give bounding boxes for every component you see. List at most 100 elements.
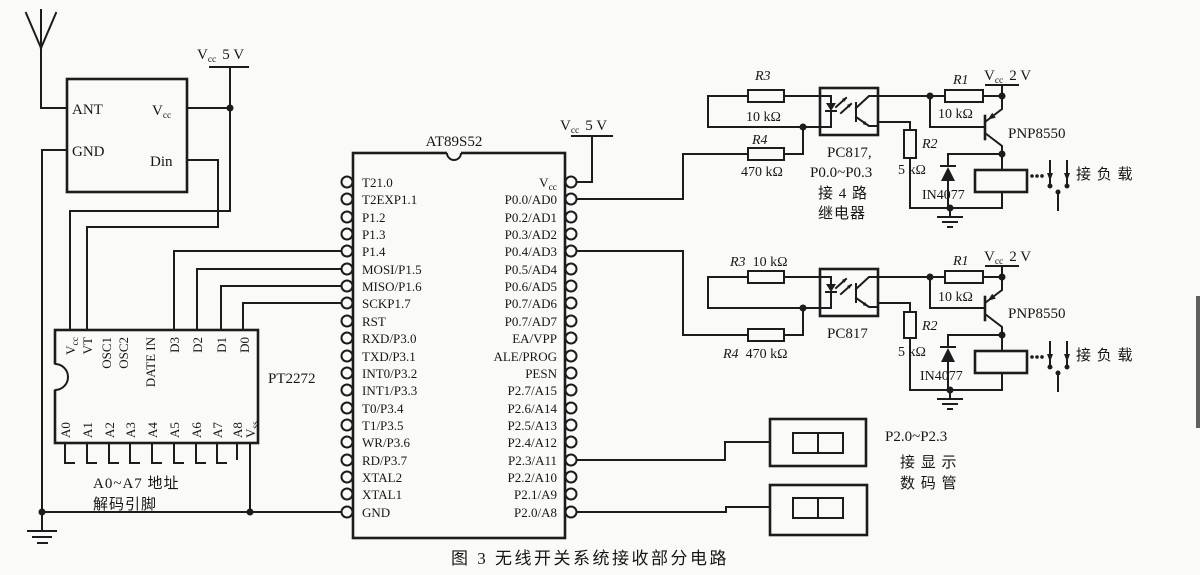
mcu-pin: P1.2: [362, 210, 385, 225]
pt2272-pin-a1: A1: [80, 422, 95, 438]
r2-value: 5 kΩ: [898, 163, 926, 178]
display-modules: P2.0~P2.3 接 显 示 数 码 管: [768, 417, 958, 537]
mcu-pin: TXD/P3.1: [362, 349, 416, 364]
pt2272-pin-vcc: Vcc: [63, 337, 81, 355]
contact-arrow-icon: [1064, 173, 1070, 181]
pt2272-pin-vt: VT: [80, 337, 95, 354]
display-port-note: P2.0~P2.3: [885, 429, 947, 445]
display-digit-cell: [792, 497, 819, 519]
mcu-pin: P2.4/A12: [508, 435, 557, 450]
rf-pin-gnd-label: GND: [72, 144, 105, 160]
led-triangle: [826, 103, 836, 111]
mcu-pin: GND: [362, 505, 390, 520]
mcu-left-pin-circles: [340, 175, 354, 519]
opto-note-line2: 接 4 路: [818, 185, 868, 202]
mcu-pin: SCKP1.7: [362, 296, 411, 311]
phototransistor-emitter-arrow-icon: [862, 302, 868, 307]
mcu-pin: P2.7/A15: [508, 383, 557, 398]
transistor-label: PNP8550: [1008, 126, 1066, 142]
r2-value: 5 kΩ: [898, 345, 926, 360]
mcu-right-pin-labels: Vcc P0.0/AD0 P0.2/AD1 P0.3/AD2 P0.4/AD3 …: [493, 175, 557, 520]
contact-arrow-icon: [1064, 354, 1070, 362]
mcu-pin: P2.3/A11: [508, 453, 557, 468]
mcu-pin: P1.4: [362, 244, 386, 259]
r1-value: 10 kΩ: [938, 290, 973, 305]
ellipsis-dots: [1030, 174, 1044, 359]
mcu-pin: INT0/P3.2: [362, 366, 417, 381]
pt2272-pin-a4: A4: [145, 422, 160, 438]
mcu-pin: INT1/P3.3: [362, 383, 417, 398]
pt2272-address-pin-stubs: [64, 442, 251, 513]
pt2272-pin-a8: A8: [230, 422, 245, 438]
address-note-line1: A0~A7 地址: [93, 475, 180, 492]
load-label: 接 负 载: [1076, 166, 1134, 183]
pnp-emitter-arrow-icon: [987, 112, 996, 120]
pt2272-top-pin-labels: Vcc VT OSC1 OSC2 DATE IN D3 D2 D1 D0: [63, 336, 252, 387]
resistor-r4: [747, 147, 785, 161]
rf-receiver-module-box: [65, 77, 189, 194]
r3-value: 10 kΩ: [746, 110, 781, 125]
resistor-r2: [903, 311, 917, 339]
mcu-pin: P1.3: [362, 227, 385, 242]
pt2272-pin-d3: D3: [167, 337, 182, 353]
led-arrow-icon: [847, 103, 852, 108]
pt2272-pin-a3: A3: [123, 422, 138, 438]
mcu-pin: P2.0/A8: [514, 505, 557, 520]
pt2272-pin-a7: A7: [210, 422, 225, 438]
transistor-label: PNP8550: [1008, 306, 1066, 322]
display-note-line3: 数 码 管: [900, 475, 958, 492]
resistor-r1: [944, 270, 984, 284]
pt2272-pin-osc1: OSC1: [99, 337, 114, 369]
rf-pin-vcc-label: Vcc: [152, 103, 171, 121]
opto-note-line3: 继电器: [818, 205, 866, 222]
pt2272-pin-d1: D1: [214, 337, 229, 353]
r2-label: R2: [921, 319, 938, 334]
load-label: 接 负 载: [1076, 347, 1134, 364]
led-arrow-icon: [842, 278, 847, 283]
mcu-pin: P0.4/AD3: [505, 244, 557, 259]
figure-caption: 图 3 无线开关系统接收部分电路: [451, 549, 729, 568]
mcu-pin: P0.3/AD2: [505, 227, 557, 242]
phototransistor-emitter-arrow-icon: [862, 121, 868, 126]
r2-label: R2: [921, 137, 938, 152]
display-digit-cell: [817, 497, 844, 519]
resistor-r3: [747, 270, 785, 284]
mcu-pin: MISO/P1.6: [362, 279, 422, 294]
mcu-pin: EA/VPP: [512, 331, 557, 346]
r1-label: R1: [952, 73, 969, 88]
mcu-pin: P2.2/A10: [508, 470, 557, 485]
pt2272-pin-d0: D0: [237, 337, 252, 353]
led-arrow-icon: [847, 284, 852, 289]
diode-triangle: [941, 167, 955, 181]
pt2272-pin-a2: A2: [102, 422, 117, 438]
mcu-pin-vcc: Vcc: [539, 175, 557, 193]
resistor-r3: [747, 89, 785, 103]
antenna-and-rf-wires: [24, 9, 249, 513]
pt2272-bottom-pin-labels: A0 A1 A2 A3 A4 A5 A6 A7 A8 Vss: [58, 421, 261, 438]
mcu-pin: T0/P3.4: [362, 401, 404, 416]
mcu-pin: T21.0: [362, 175, 393, 190]
pc817-label: PC817: [827, 326, 868, 342]
mcu-pin: P0.5/AD4: [505, 262, 558, 277]
address-note-line2: 解码引脚: [93, 496, 157, 513]
relay-circuit-1: R3 10 kΩ R4 470 kΩ PC817, P0.0~P0.3 接 4 …: [741, 68, 1134, 222]
mcu-pin: WR/P3.6: [362, 435, 411, 450]
mcu-pin: PESN: [525, 366, 557, 381]
contact-arrow-icon: [1047, 173, 1053, 181]
mcu-pin: P0.6/AD5: [505, 279, 557, 294]
mcu-pin: XTAL1: [362, 487, 402, 502]
diode-triangle: [941, 348, 955, 362]
mcu-part-label: AT89S52: [426, 134, 483, 150]
pt2272-pin-a5: A5: [167, 422, 182, 438]
mcu-pin: P2.5/A13: [508, 418, 557, 433]
contact-arrow-icon: [1047, 354, 1053, 362]
mcu-pin: XTAL2: [362, 470, 402, 485]
resistor-r1: [944, 89, 984, 103]
resistor-r4: [747, 328, 785, 342]
r1-value: 10 kΩ: [938, 107, 973, 122]
